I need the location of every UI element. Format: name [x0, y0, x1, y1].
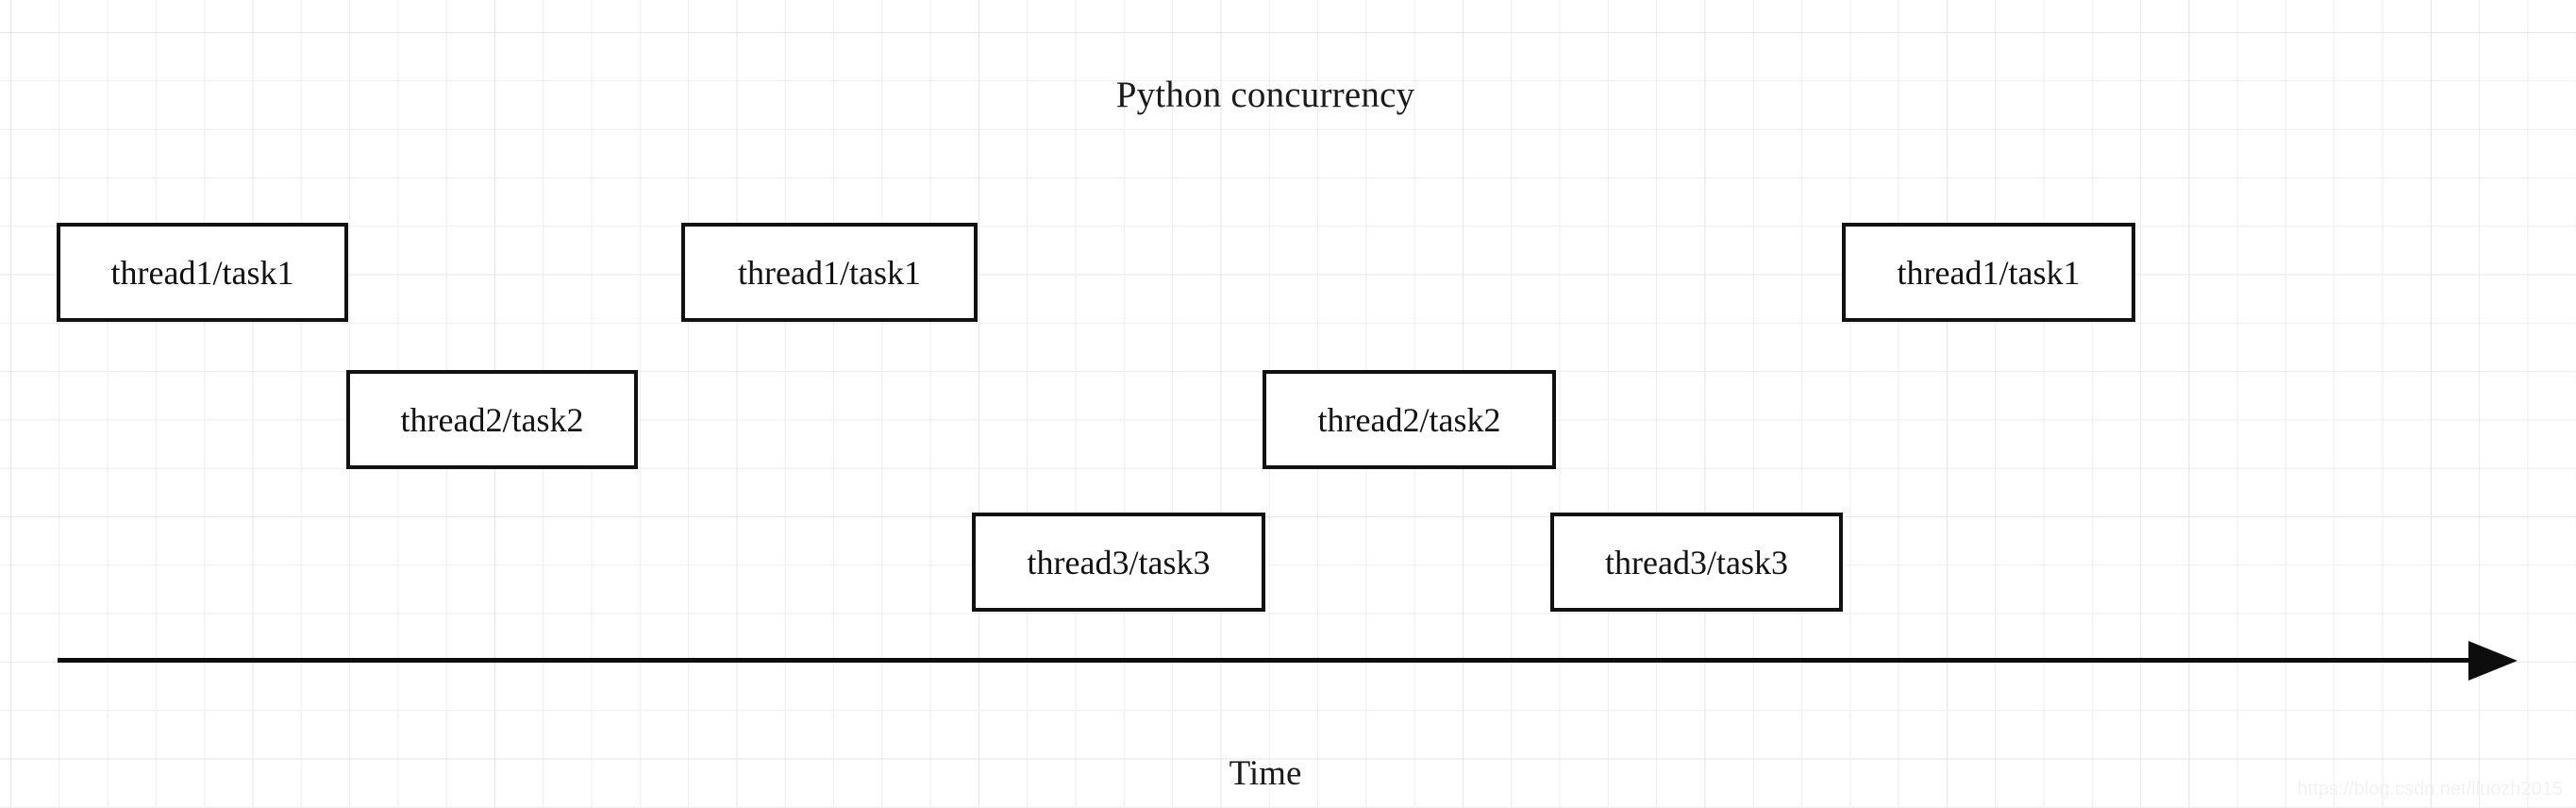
time-axis-arrowhead-icon: [2468, 641, 2517, 681]
task-box-label: thread1/task1: [1897, 253, 2081, 292]
task-box-label: thread3/task3: [1605, 543, 1788, 581]
task-box-label: thread2/task2: [1317, 400, 1501, 439]
time-axis-label: Time: [0, 753, 2576, 795]
task-box-label: thread3/task3: [1027, 543, 1211, 581]
task-box-label: thread2/task2: [400, 400, 584, 439]
task-box-label: thread1/task1: [110, 253, 294, 292]
task-box: thread2/task2: [1263, 370, 1556, 469]
time-axis-line: [58, 658, 2473, 663]
task-box: thread3/task3: [972, 513, 1265, 612]
task-box: thread1/task1: [57, 223, 348, 322]
time-axis-label-text: Time: [1229, 754, 1302, 793]
watermark: https://blog.csdn.net/lluozh2015: [2297, 779, 2563, 800]
diagram-title-text: Python concurrency: [1115, 75, 1415, 115]
task-box: thread2/task2: [346, 370, 638, 469]
diagram-title: Python concurrency: [0, 74, 2576, 117]
task-box-label: thread1/task1: [738, 253, 921, 292]
task-box: thread3/task3: [1550, 513, 1843, 612]
task-box: thread1/task1: [1842, 223, 2135, 322]
task-box: thread1/task1: [681, 223, 978, 322]
